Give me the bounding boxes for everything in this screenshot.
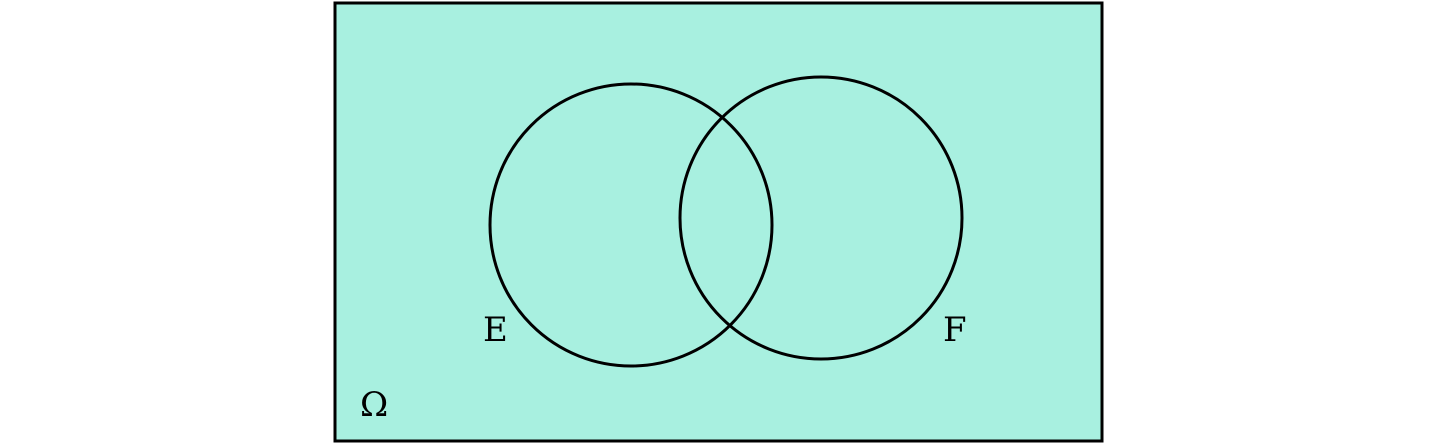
set-f-circle <box>678 75 964 361</box>
set-e-label: E <box>483 310 508 350</box>
set-e-circle <box>488 82 774 368</box>
set-f-label: F <box>943 310 967 350</box>
universe-label: Ω <box>360 385 388 425</box>
universe-rectangle <box>333 1 1104 443</box>
